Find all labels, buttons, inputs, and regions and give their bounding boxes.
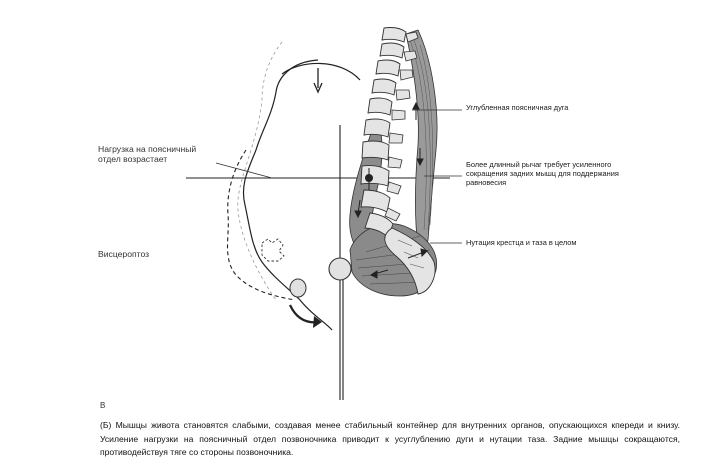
body-outline-thin xyxy=(237,41,283,301)
muscle-force-arrows xyxy=(354,101,428,279)
posterior-muscle xyxy=(405,29,438,251)
down-arrow-icon xyxy=(313,68,323,94)
pubic-oval xyxy=(289,278,307,298)
label-visceroptosis: Висцероптоз xyxy=(98,249,150,259)
lumbar-spine xyxy=(360,27,407,238)
center-of-mass-marker xyxy=(365,168,373,190)
label-lumbar-load-line1: Нагрузка на поясничный xyxy=(98,144,197,154)
figure-caption: (Б) Мышцы живота становятся слабыми, соз… xyxy=(100,420,680,457)
label-longer-lever-line2: сокращения задних мышц для поддержания xyxy=(466,169,619,178)
abdomen-top xyxy=(281,62,361,81)
rotation-arrow-icon xyxy=(289,304,322,328)
label-longer-lever-line1: Более длинный рычаг требует усиленного xyxy=(466,160,612,169)
hip-joint xyxy=(328,257,352,281)
leader-lumbar-load xyxy=(215,162,273,179)
label-longer-lever-line3: равновесия xyxy=(466,178,507,187)
label-lumbar-load-line2: отдел возрастает xyxy=(98,154,168,164)
label-nutation: Нутация крестца и таза в целом xyxy=(466,238,577,247)
sagging-belly-dashed xyxy=(227,149,296,301)
spinous-processes xyxy=(384,31,419,222)
abdomen-outline xyxy=(242,59,333,331)
visceroptosis-organ xyxy=(261,238,285,262)
label-deep-lumbar-curve: Углубленная поясничная дуга xyxy=(466,103,569,112)
panel-letter: B xyxy=(100,401,106,410)
